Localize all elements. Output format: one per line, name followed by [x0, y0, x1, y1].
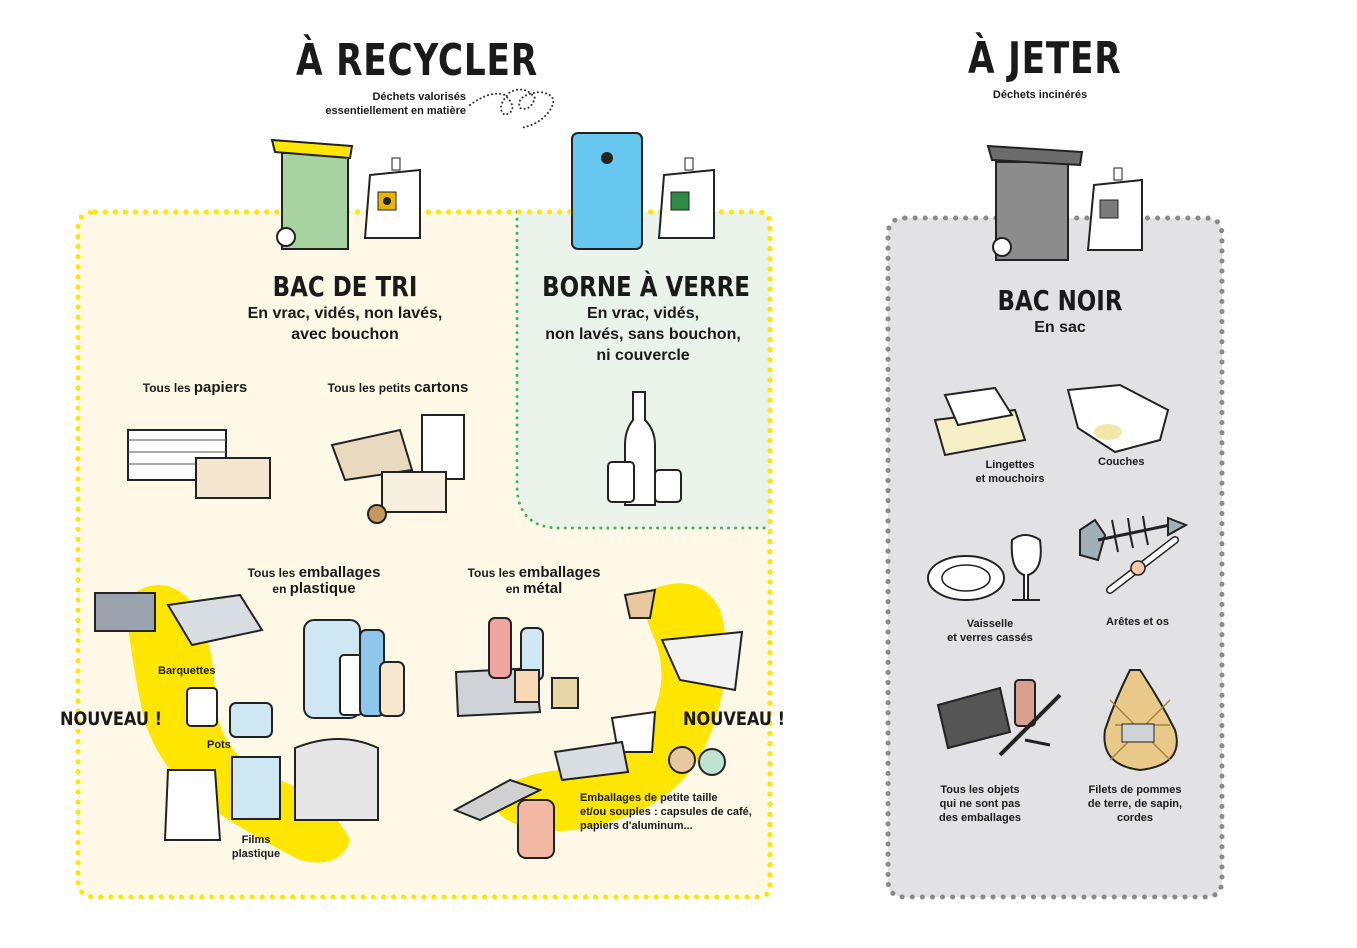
plastique-word2: plastique	[289, 580, 356, 597]
bac-noir-desc: En sac	[1034, 319, 1086, 336]
cardboard-icon	[330, 414, 465, 524]
throw-title: À JETER	[968, 33, 1122, 84]
petite-taille-line3: papiers d'aluminum...	[580, 820, 693, 832]
papers-icon	[127, 429, 271, 499]
films-line2: plastique	[231, 848, 281, 860]
objets-line3: des emballages	[939, 812, 1021, 824]
metal-word2: métal	[523, 580, 563, 597]
plastique-label: Tous les emballages en plastique	[236, 565, 392, 597]
metal-items-icon	[452, 588, 744, 859]
bac-noir-block: BAC NOIR En sac	[940, 284, 1180, 338]
borne-verre-desc-line1: En vrac, vidés,	[586, 305, 700, 322]
nouveau-left-swoosh	[125, 585, 350, 863]
grey-terminal-icon	[1086, 167, 1143, 251]
grey-bin-icon	[986, 144, 1084, 261]
borne-verre-heading: BORNE À VERRE	[542, 270, 750, 303]
glass-panel	[517, 212, 770, 528]
dotted-swirl	[469, 88, 555, 129]
lingettes-line1: Lingettes	[985, 459, 1035, 471]
nouveau-left: NOUVEAU !	[60, 708, 162, 730]
objets-label: Tous les objets qui ne sont pas des emba…	[920, 783, 1040, 825]
aretes-label: Arêtes et os	[1106, 616, 1169, 628]
films-label: Films plastique	[226, 833, 286, 861]
cartons-prefix: Tous les petits	[327, 381, 411, 395]
net-bag-icon	[1103, 669, 1178, 772]
bac-tri-heading: BAC DE TRI	[272, 270, 418, 303]
recycle-subtitle-line1: Déchets valorisés	[372, 91, 466, 103]
plastique-word1: emballages	[298, 564, 381, 581]
vaisselle-line2: et verres cassés	[947, 632, 1033, 644]
plastique-prefix2: en	[272, 582, 287, 596]
metal-label: Tous les emballages en métal	[456, 565, 612, 597]
throw-subtitle: Déchets incinérés	[992, 89, 1088, 101]
nouveau-right: NOUVEAU !	[683, 708, 785, 730]
fish-bones-icon	[1079, 515, 1189, 594]
glass-container-icon	[571, 132, 643, 250]
metal-prefix: Tous les	[467, 566, 516, 580]
recycle-subtitle: Déchets valorisés essentiellement en mat…	[290, 90, 466, 118]
cartons-word: cartons	[414, 379, 469, 396]
green-terminal-icon	[657, 157, 715, 239]
filets-line2: de terre, de sapin,	[1087, 798, 1183, 810]
cartons-label: Tous les petits cartons	[318, 380, 478, 396]
objects-icon	[936, 679, 1062, 757]
papiers-prefix: Tous les	[142, 381, 191, 395]
borne-verre-desc-line3: ni couvercle	[596, 347, 690, 364]
recycle-subtitle-line2: essentiellement en matière	[325, 105, 466, 117]
films-line1: Films	[241, 834, 271, 846]
metal-word1: emballages	[518, 564, 601, 581]
borne-verre-desc-line2: non lavés, sans bouchon,	[545, 326, 741, 343]
glass-divider	[515, 210, 772, 530]
filets-line3: cordes	[1116, 812, 1154, 824]
papiers-word: papiers	[193, 379, 248, 396]
borne-verre-block: BORNE À VERRE En vrac, vidés, non lavés,…	[520, 270, 766, 366]
petite-taille-line2: et/ou souples : capsules de café,	[580, 806, 752, 818]
broken-dishes-icon	[927, 534, 1042, 601]
papiers-label: Tous les papiers	[135, 380, 255, 396]
plastique-prefix: Tous les	[247, 566, 296, 580]
petite-taille-label: Emballages de petite taille et/ou souple…	[580, 791, 770, 833]
lingettes-label: Lingettes et mouchoirs	[955, 458, 1065, 486]
bac-tri-desc-line2: avec bouchon	[291, 326, 399, 343]
objets-line2: qui ne sont pas	[939, 798, 1021, 810]
pots-label: Pots	[207, 739, 231, 751]
plastic-items-icon	[94, 592, 405, 841]
barquettes-label: Barquettes	[158, 665, 216, 677]
glass-bottle-icon	[607, 391, 682, 506]
diaper-icon	[1066, 383, 1170, 454]
objets-line1: Tous les objets	[940, 784, 1020, 796]
vaisselle-label: Vaisselle et verres cassés	[930, 617, 1050, 645]
bac-tri-block: BAC DE TRI En vrac, vidés, non lavés, av…	[200, 270, 490, 345]
vaisselle-line1: Vaisselle	[966, 618, 1014, 630]
metal-prefix2: en	[505, 582, 520, 596]
bac-tri-desc-line1: En vrac, vidés, non lavés,	[247, 305, 443, 322]
bac-noir-heading: BAC NOIR	[997, 284, 1123, 317]
yellow-terminal-icon	[363, 157, 421, 239]
green-bin-icon	[270, 138, 354, 250]
couches-label: Couches	[1098, 456, 1145, 468]
lingettes-line2: et mouchoirs	[975, 473, 1045, 485]
wipes-icon	[933, 386, 1027, 457]
recycle-title: À RECYCLER	[296, 35, 538, 86]
filets-line1: Filets de pommes	[1088, 784, 1182, 796]
filets-label: Filets de pommes de terre, de sapin, cor…	[1070, 783, 1200, 825]
petite-taille-line1: Emballages de petite taille	[580, 792, 718, 804]
